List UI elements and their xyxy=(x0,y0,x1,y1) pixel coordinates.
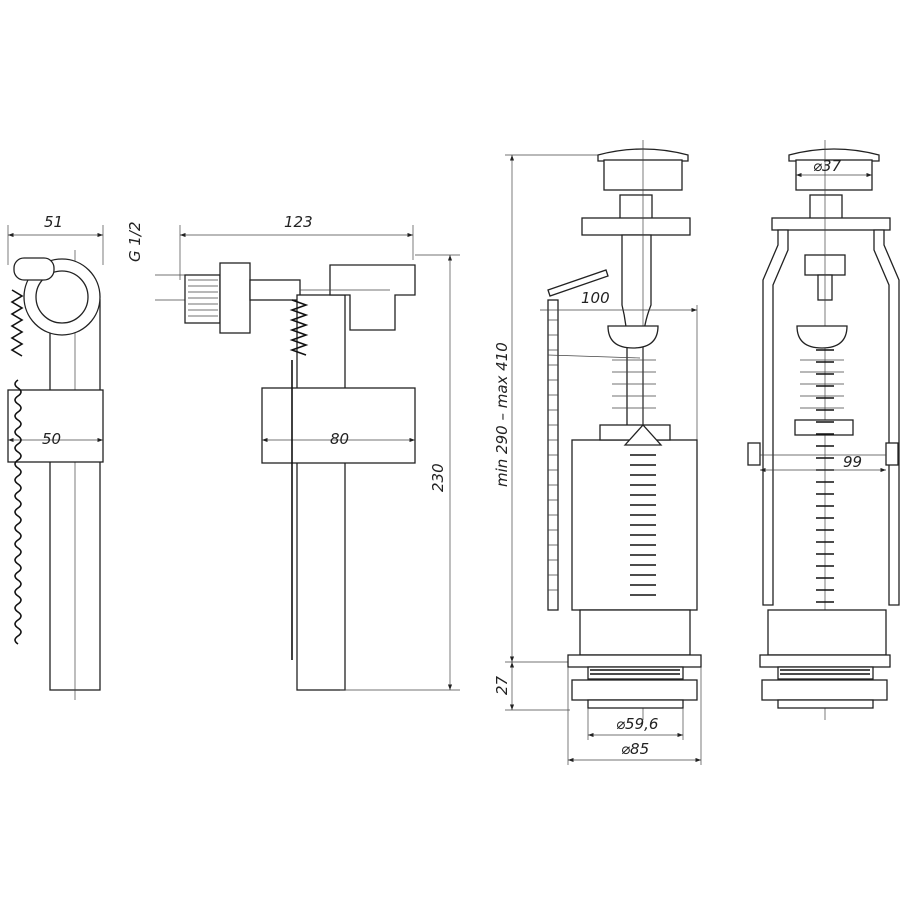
dim-thread: G 1/2 xyxy=(126,221,144,262)
flush-valve-front-view: ⌀37 99 xyxy=(747,140,900,720)
dim-height: 230 xyxy=(429,463,447,492)
dim-float-width: 50 xyxy=(42,430,61,448)
fill-valve-side-view: G 1/2 123 80 230 xyxy=(126,213,460,691)
dim-width-top: 51 xyxy=(44,213,63,231)
dim-float-length: 80 xyxy=(330,430,349,448)
flush-valve-side-view: min 290 – max 410 100 27 ⌀59,6 ⌀85 xyxy=(493,140,702,765)
dim-button-diameter: ⌀37 xyxy=(813,157,842,175)
dim-base-height: 27 xyxy=(493,675,511,695)
dim-thread-diameter: ⌀59,6 xyxy=(616,715,658,733)
dim-overall-length: 123 xyxy=(284,213,313,231)
dim-body-width: 99 xyxy=(843,453,862,471)
dim-flange-diameter: ⌀85 xyxy=(621,740,649,758)
fill-valve-front-view: 51 50 xyxy=(7,213,104,700)
dim-lever-reach: 100 xyxy=(581,289,610,307)
dim-height-range: min 290 – max 410 xyxy=(493,342,511,487)
